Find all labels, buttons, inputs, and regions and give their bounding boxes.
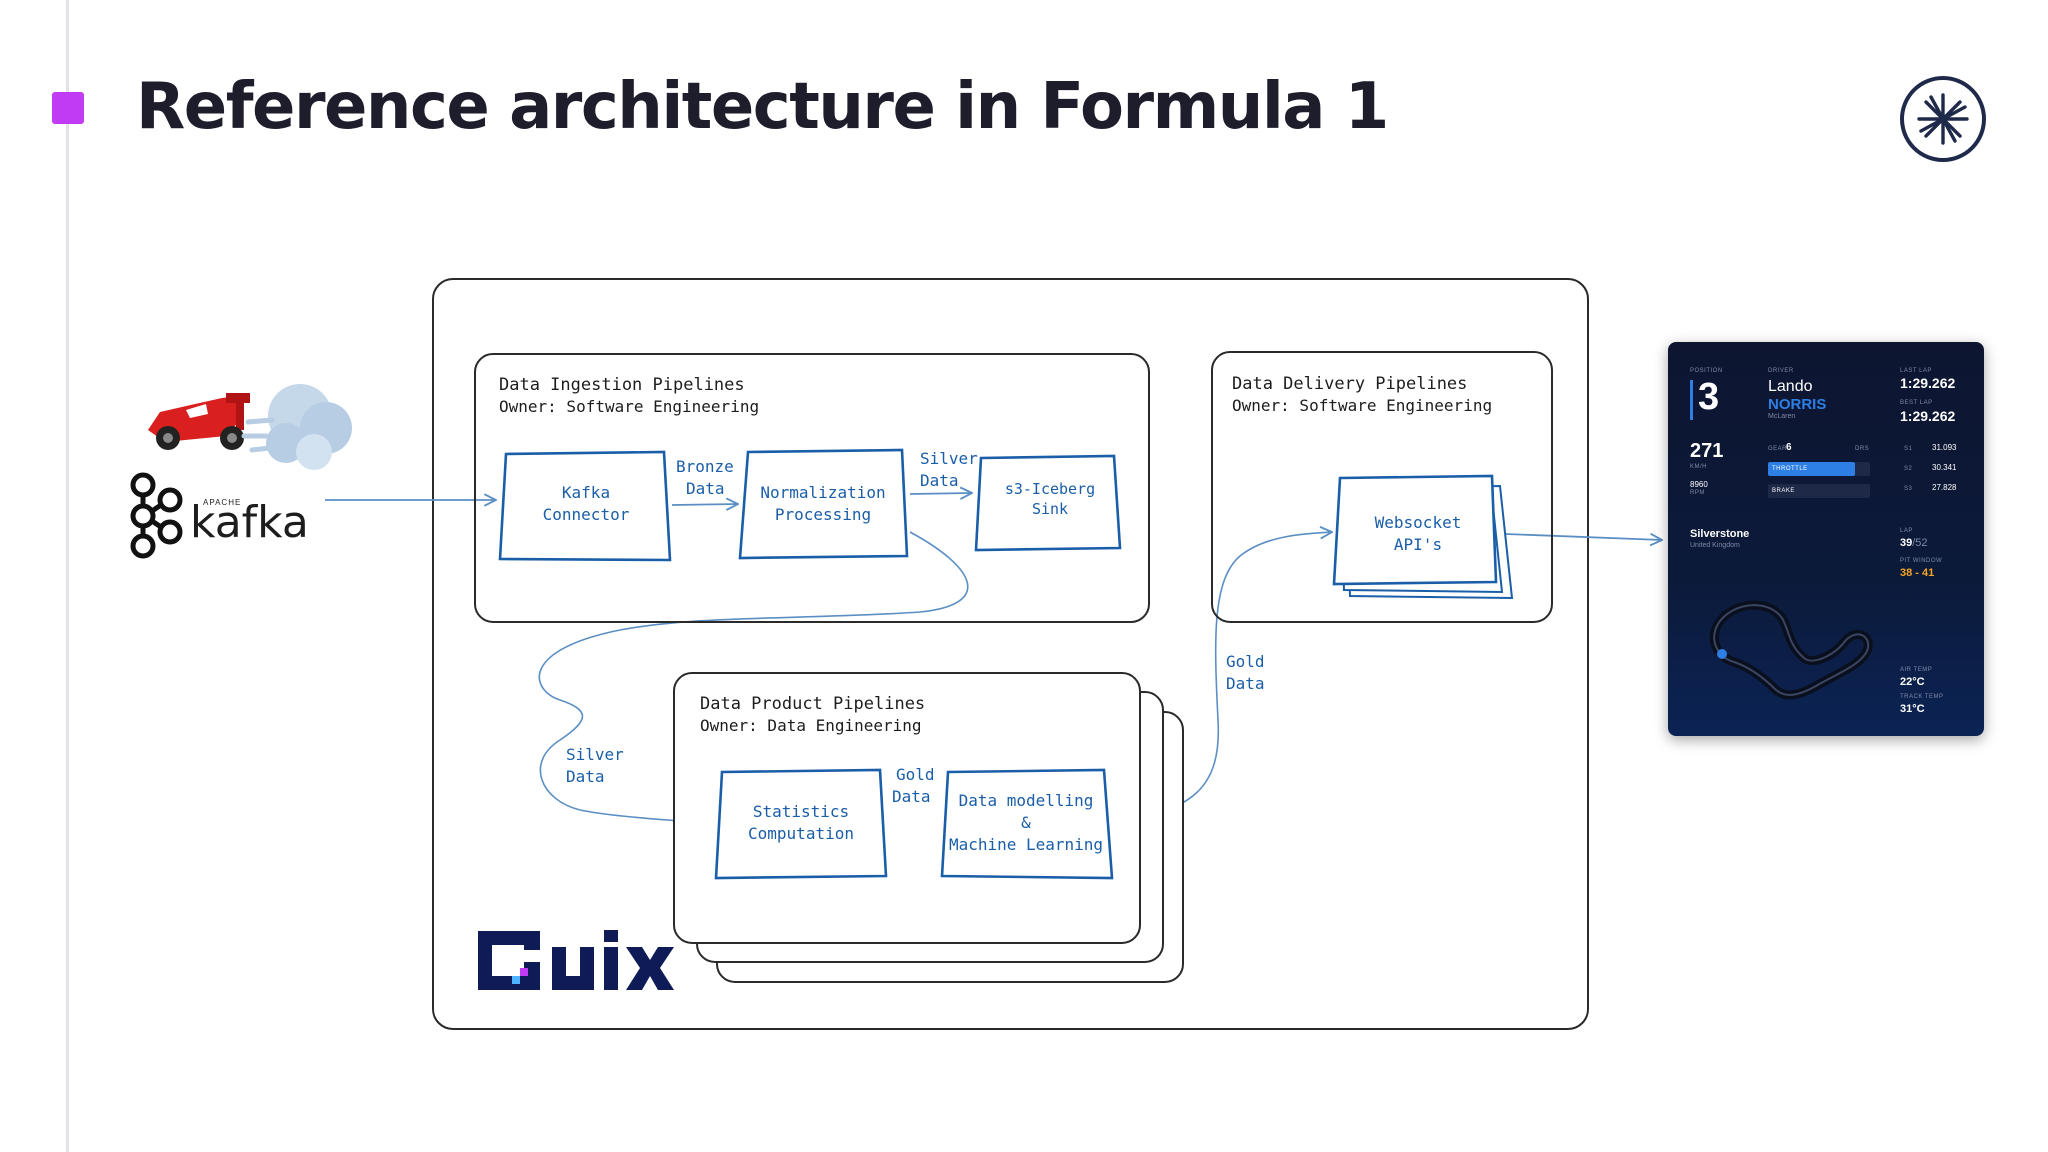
iceberg-sink-label-2: Sink (1032, 500, 1068, 518)
track-name: Silverstone (1690, 528, 1750, 540)
best-lap-label: BEST LAP (1900, 400, 1933, 406)
gold-data-out-label-2: Data (1226, 674, 1265, 693)
iceberg-sink-box (974, 454, 1122, 552)
kafka-apache-label: APACHE (203, 498, 241, 507)
delivery-owner: Owner: Software Engineering (1232, 396, 1492, 415)
normalization-label-2: Processing (775, 505, 871, 524)
sector-2-label: S2 (1904, 466, 1913, 472)
slide-left-rule (66, 0, 69, 1152)
quix-logo (478, 930, 674, 990)
statistics-label-2: Computation (748, 824, 854, 843)
kafka-connector-box (498, 450, 672, 562)
speed-value: 271 (1690, 440, 1724, 462)
silver-data-in-label-2: Data (566, 767, 605, 786)
websocket-label-1: Websocket (1375, 513, 1462, 532)
delivery-group (1211, 351, 1553, 623)
websocket-label-2: API's (1394, 535, 1442, 554)
best-lap-value: 1:29.262 (1900, 408, 1956, 424)
normalization-box (738, 448, 909, 560)
drs-label: DRS (1855, 446, 1870, 452)
position-value: 3 (1698, 376, 1720, 418)
gold-data-mid-label-2: Data (892, 787, 931, 806)
sector-3-time: 27.828 (1932, 483, 1957, 492)
arrow-gold-to-websocket (1111, 532, 1332, 823)
sector-1-label: S1 (1904, 446, 1913, 452)
normalization-label-1: Normalization (760, 483, 885, 502)
silverstone-track-map (1709, 600, 1873, 700)
platform-container (432, 278, 1589, 1030)
ml-box (940, 768, 1114, 880)
title-bullet (52, 92, 84, 124)
last-lap-label: LAST LAP (1900, 368, 1932, 374)
product-title: Data Product Pipelines (700, 694, 925, 714)
sector-1-time: 31.093 (1932, 443, 1957, 452)
gear-label: GEAR (1768, 446, 1788, 452)
air-temp-label: AIR TEMP (1900, 667, 1933, 673)
pit-window-value: 38 - 41 (1900, 567, 1935, 579)
arrow-normalization-to-sink (909, 493, 972, 494)
rpm-unit: RPM (1690, 490, 1705, 496)
track-temp-value: 31°C (1900, 703, 1925, 715)
silver-data-label-2: Data (920, 471, 959, 490)
air-temp-value: 22°C (1900, 676, 1925, 688)
track-temp-label: TRACK TEMP (1900, 694, 1944, 700)
sector-3-label: S3 (1904, 486, 1913, 492)
ingestion-title: Data Ingestion Pipelines (499, 375, 745, 395)
gear-value: 6 (1786, 442, 1792, 453)
lap-total: /52 (1912, 537, 1928, 549)
speed-unit: KM/H (1690, 464, 1707, 470)
dust-cloud-emoji-icon (241, 384, 352, 470)
lap-counter: 39/52 (1900, 537, 1928, 549)
throttle-label: THROTTLE (1772, 466, 1808, 472)
position-label: POSITION (1690, 368, 1723, 374)
race-car-emoji-icon (148, 393, 250, 450)
brake-bar: BRAKE (1768, 484, 1870, 498)
sector-2-time: 30.341 (1932, 463, 1957, 472)
gold-data-out-label-1: Gold (1226, 652, 1265, 671)
driver-last-name: NORRIS (1768, 396, 1827, 413)
f1-telemetry-dashboard: POSITION 3 DRIVER Lando NORRIS McLaren L… (1668, 342, 1984, 736)
delivery-title: Data Delivery Pipelines (1232, 374, 1467, 394)
ml-label-3: Machine Learning (949, 835, 1103, 854)
driver-first-name: Lando (1768, 378, 1813, 395)
track-country: United Kingdom (1690, 542, 1740, 549)
kafka-logo-icon (130, 472, 183, 559)
gold-data-mid-label-1: Gold (896, 765, 935, 784)
kafka-label: kafka (190, 497, 309, 548)
silver-data-label-1: Silver (920, 449, 978, 468)
starburst-logo-icon (1900, 76, 1986, 162)
ingestion-group (474, 353, 1150, 623)
slide-title: Reference architecture in Formula 1 (136, 70, 1389, 144)
lap-current: 39 (1900, 537, 1913, 549)
iceberg-sink-label-1: s3-Iceberg (1005, 480, 1095, 498)
pit-window-label: PIT WINDOW (1900, 558, 1943, 564)
statistics-box (714, 768, 888, 880)
driver-team: McLaren (1768, 413, 1796, 420)
last-lap-value: 1:29.262 (1900, 375, 1956, 391)
driver-label: DRIVER (1768, 368, 1794, 374)
throttle-fill (1768, 462, 1855, 476)
bronze-data-label-1: Bronze (676, 457, 734, 476)
ml-label-1: Data modelling (959, 791, 1094, 810)
ml-label-2: & (1021, 813, 1031, 832)
statistics-label-1: Statistics (753, 802, 849, 821)
product-group (673, 672, 1141, 944)
position-indicator (1690, 380, 1693, 420)
arrow-connector-to-normalization (671, 504, 738, 505)
websocket-box (1332, 474, 1498, 586)
ingestion-owner: Owner: Software Engineering (499, 397, 759, 416)
product-owner: Owner: Data Engineering (700, 716, 922, 735)
bronze-data-label-2: Data (686, 479, 725, 498)
throttle-bar: THROTTLE (1768, 462, 1870, 476)
rpm-value: 8960 (1690, 480, 1708, 489)
kafka-connector-label-2: Connector (543, 505, 630, 524)
kafka-connector-label-1: Kafka (562, 483, 610, 502)
brake-label: BRAKE (1772, 488, 1795, 494)
lap-label: LAP (1900, 528, 1913, 534)
arrow-silver-to-statistics (538, 531, 969, 824)
silver-data-in-label-1: Silver (566, 745, 624, 764)
arrow-websocket-to-dashboard (1505, 534, 1662, 540)
